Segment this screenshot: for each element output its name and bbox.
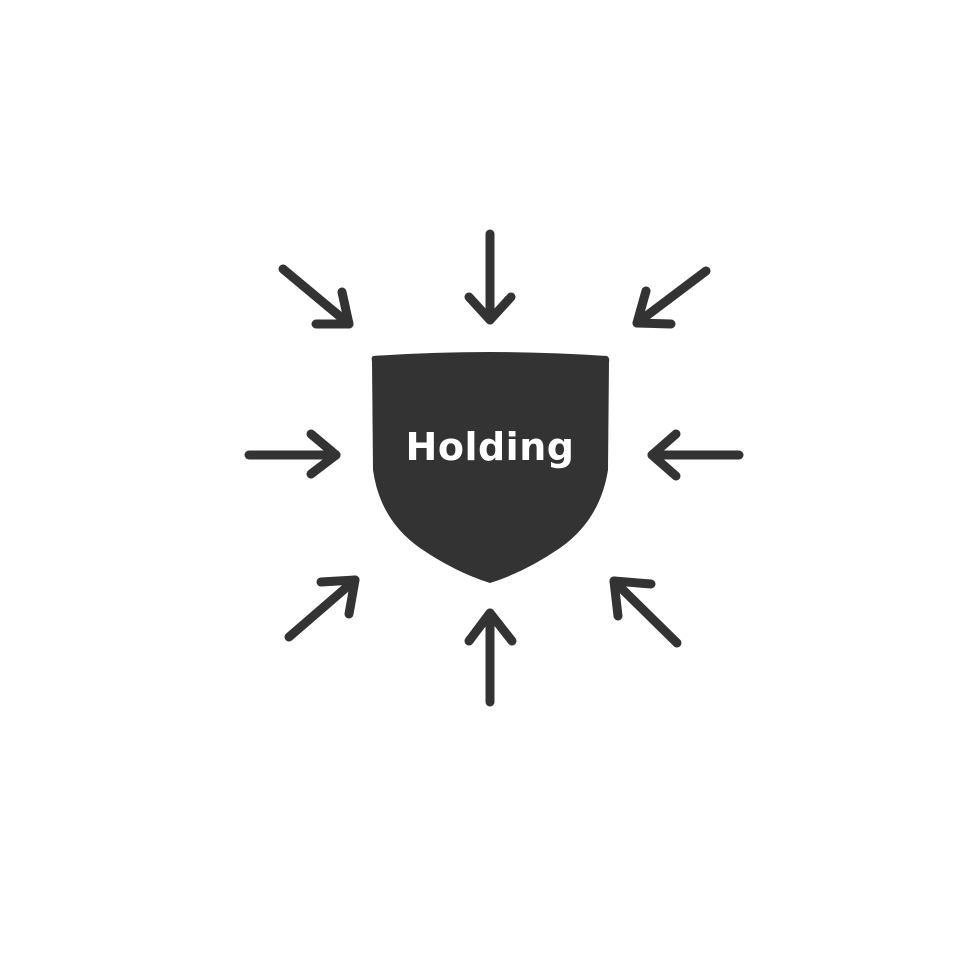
shield-shape (371, 352, 610, 583)
arrow-left-icon (647, 429, 744, 481)
arrow-right-icon (244, 429, 341, 479)
arrow-up-right-icon (284, 575, 360, 642)
arrow-down-right-icon (278, 264, 354, 329)
arrow-up-left-icon (609, 576, 682, 648)
shield-label: Holding (405, 425, 575, 469)
arrow-down-icon (464, 229, 516, 325)
arrow-up-icon (464, 608, 517, 707)
arrow-down-left-icon (632, 266, 711, 329)
